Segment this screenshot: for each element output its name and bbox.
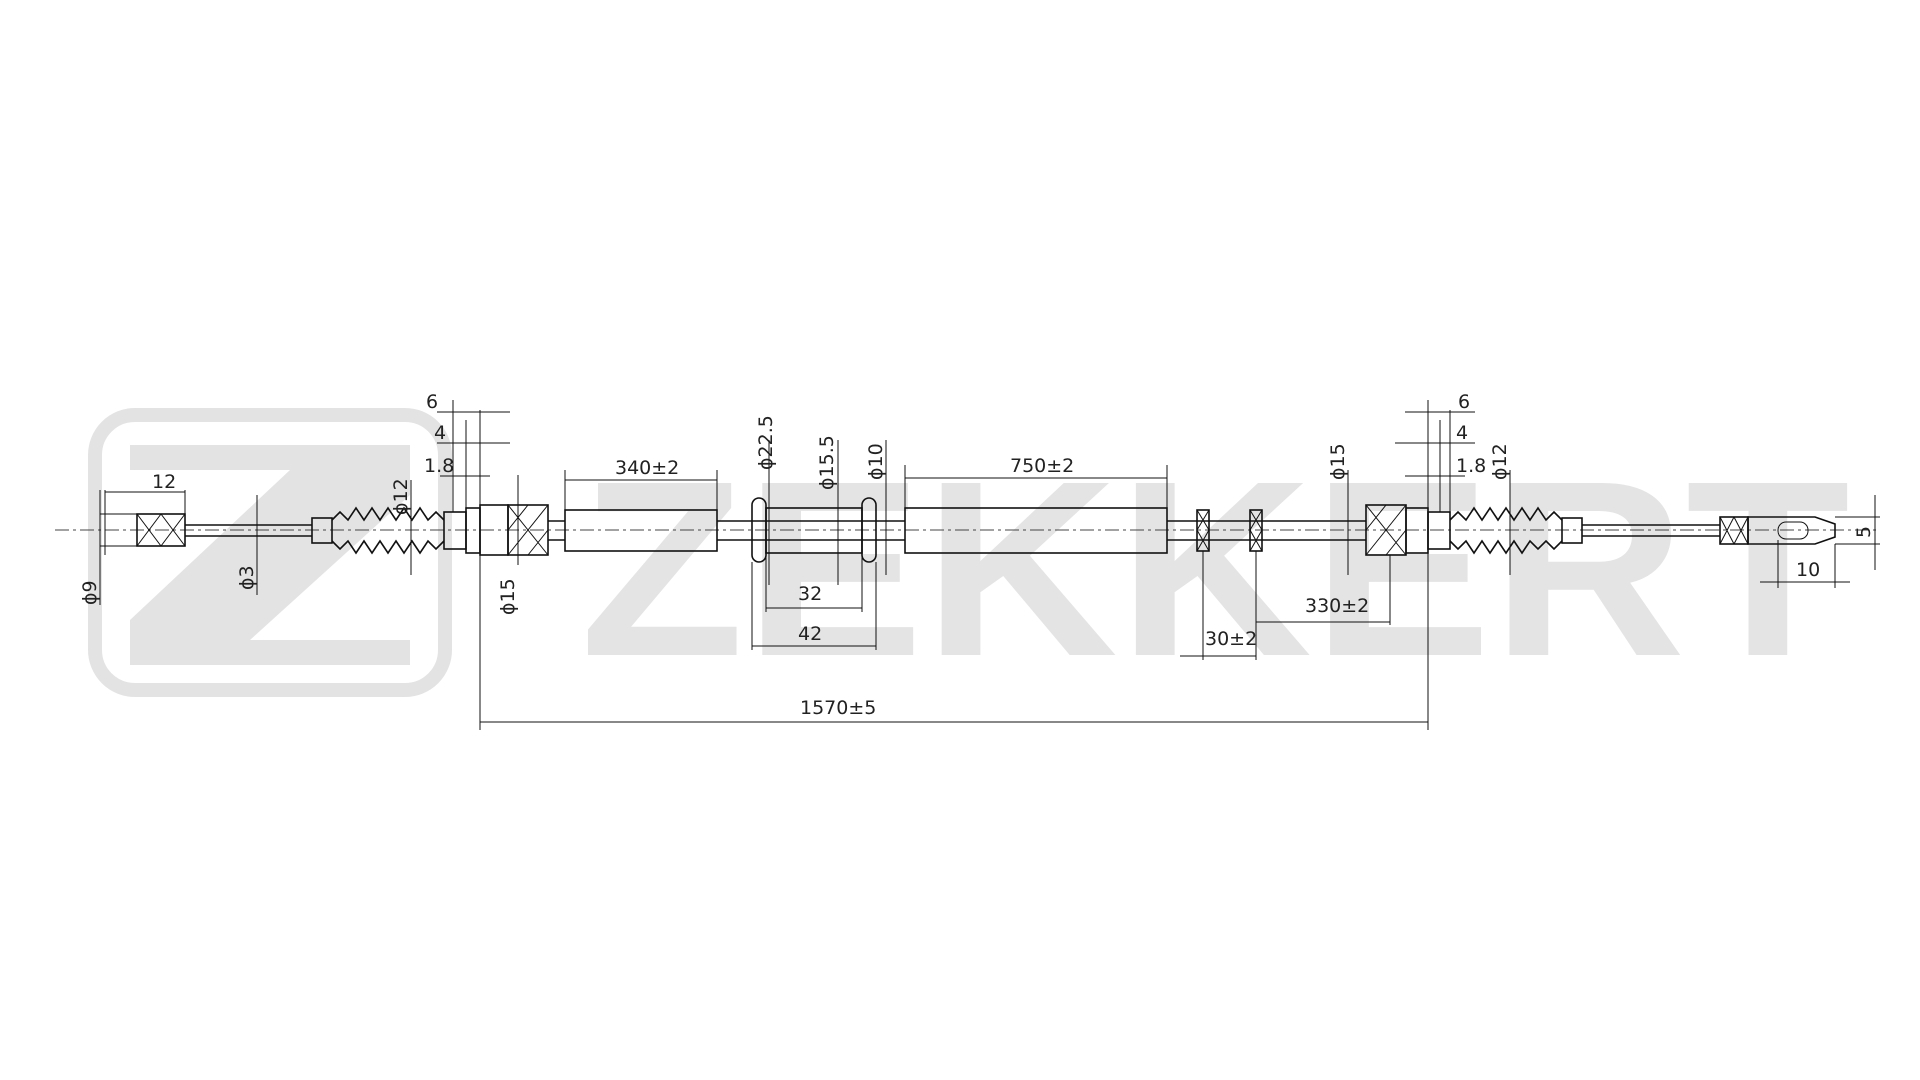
right-eye-terminal — [1719, 516, 1836, 545]
dim-eye-length: 10 — [1796, 559, 1820, 581]
dim-inner-cable-diameter: ϕ3 — [236, 565, 258, 590]
dim-right-offset-6: 6 — [1458, 391, 1470, 413]
dim-left-offset-4: 4 — [434, 422, 446, 444]
dim-sleeve-right-length: 750±2 — [1010, 455, 1074, 477]
brand-wordmark: ZEKKERT — [580, 429, 1850, 708]
dimension-lines — [99, 400, 1880, 730]
dim-left-offset-18: 1.8 — [424, 455, 454, 477]
dim-sleeve-left-length: 340±2 — [615, 457, 679, 479]
dim-right-offset-18: 1.8 — [1456, 455, 1486, 477]
left-housing-fitting — [479, 504, 549, 556]
dim-grommet-span-inner: 32 — [798, 583, 822, 605]
dim-tube-diameter: ϕ10 — [865, 443, 887, 480]
right-outer-housing — [904, 507, 1366, 554]
dim-left-offset-6: 6 — [426, 391, 438, 413]
dim-grommet-diameter-small: ϕ15.5 — [816, 435, 838, 490]
brand-logo-mark — [88, 408, 452, 697]
dimension-labels: 12 ϕ9 ϕ3 ϕ12 6 4 1.8 ϕ15 340±2 ϕ22.5 ϕ15… — [79, 391, 1875, 719]
dim-right-fitting-diameter: ϕ15 — [1327, 443, 1349, 480]
grommet-small — [861, 497, 877, 563]
dim-grommet-span-outer: 42 — [798, 623, 822, 645]
left-end-nut — [136, 513, 186, 547]
dim-eye-width: 5 — [1853, 526, 1875, 538]
dim-left-nut-diameter: ϕ9 — [79, 580, 101, 605]
dim-left-boot-diameter: ϕ12 — [390, 478, 412, 515]
dim-left-nut-length: 12 — [152, 471, 176, 493]
dim-right-offset-4: 4 — [1456, 422, 1468, 444]
right-rubber-boot — [1427, 506, 1583, 555]
left-rubber-boot — [311, 506, 481, 555]
right-inner-wire — [1582, 524, 1720, 537]
dim-overall-length: 1570±5 — [800, 697, 876, 719]
left-outer-housing — [548, 497, 905, 563]
dim-clip-spacing: 30±2 — [1205, 628, 1257, 650]
dim-clip-to-end: 330±2 — [1305, 595, 1369, 617]
brand-watermark: ZEKKERT — [88, 408, 1850, 708]
left-inner-wire — [185, 524, 312, 537]
dim-right-boot-diameter: ϕ12 — [1489, 443, 1511, 480]
dim-left-fitting-diameter: ϕ15 — [497, 578, 519, 615]
dim-grommet-diameter-large: ϕ22.5 — [755, 415, 777, 470]
